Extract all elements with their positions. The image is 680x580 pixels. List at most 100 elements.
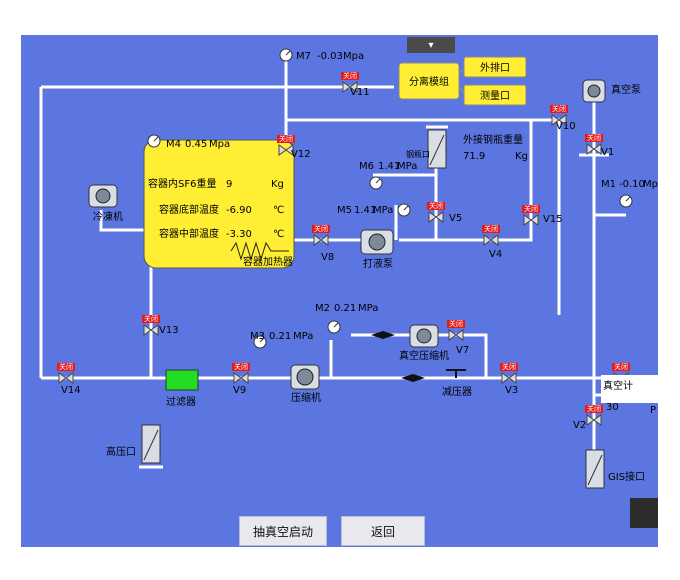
collapse-toggle[interactable]: ▾ <box>407 37 455 53</box>
valve-label: V5 <box>449 213 462 224</box>
ext-cyl-weight-unit: Kg <box>515 151 528 162</box>
bottom-temp-unit: ℃ <box>273 205 284 216</box>
valve-label: V3 <box>505 385 518 396</box>
gauge-M5: M5 1.41 MPa <box>337 203 411 217</box>
gauge-M3: M3 0.21 MPa <box>250 331 313 349</box>
svg-text:MPa: MPa <box>397 161 417 172</box>
heater-coil-icon <box>230 241 289 261</box>
exhaust-port-label: 外排口 <box>480 61 510 74</box>
valve-status-text: 关闭 <box>552 104 566 113</box>
svg-text:Mpa: Mpa <box>643 179 658 190</box>
valve-status-text: 关闭 <box>524 204 538 213</box>
exhaust-port[interactable] <box>463 56 527 78</box>
valve-v14[interactable]: 关闭 V14 <box>57 362 81 396</box>
liquid-pump-label: 打液泵 <box>363 257 393 270</box>
svg-text:MPa: MPa <box>293 331 313 342</box>
valve-status-badge <box>312 225 330 233</box>
valve-status-badge <box>142 315 160 323</box>
pipes <box>39 55 626 480</box>
valve-status-badge <box>482 225 500 233</box>
chevron-down-icon: ▾ <box>428 39 434 51</box>
vacuum-meter-p: P <box>650 405 657 416</box>
valve-v15[interactable]: 关闭 V15 <box>522 204 563 226</box>
filter[interactable] <box>165 369 199 391</box>
svg-text:-0.03: -0.03 <box>317 51 343 62</box>
separator-module[interactable] <box>398 62 460 100</box>
valve-v3[interactable]: 关闭 V3 <box>500 362 518 396</box>
valve-status-text: 关闭 <box>429 201 443 210</box>
valve-status-text: 关闭 <box>449 319 463 328</box>
svg-text:-0.10: -0.10 <box>619 179 645 190</box>
bottom-temp-label: 容器底部温度 <box>159 203 219 216</box>
vacuum-compressor[interactable] <box>409 324 439 348</box>
valve-label: V13 <box>159 325 179 336</box>
valve-label: V8 <box>321 252 334 263</box>
valve-status-text: 关闭 <box>484 224 498 233</box>
valve-v8[interactable]: 关闭 V8 <box>312 224 334 263</box>
container-weight-unit: Kg <box>271 179 284 190</box>
valve-label: V14 <box>61 385 81 396</box>
valve-label: V15 <box>543 214 563 225</box>
vacuum-readout: 30 <box>606 402 619 413</box>
liquid-pump[interactable] <box>360 229 394 255</box>
reducer-label: 减压器 <box>442 386 472 398</box>
valve-status-text: 关闭 <box>502 362 516 371</box>
valve-status-text: 关闭 <box>587 133 601 142</box>
container-weight-value: 9 <box>226 179 232 190</box>
mid-temp-value: -3.30 <box>226 229 252 240</box>
compressor[interactable] <box>290 364 320 390</box>
valve-label: V1 <box>601 147 614 158</box>
svg-text:M4: M4 <box>166 139 181 150</box>
start-vacuum-button[interactable]: 抽真空启动 <box>239 516 327 546</box>
svg-text:0.21: 0.21 <box>334 303 356 314</box>
valve-status-badge <box>522 205 540 213</box>
vacuum-pump[interactable] <box>582 79 606 103</box>
vacuum-pump-label: 真空泵 <box>611 83 641 96</box>
separator-label: 分离模组 <box>409 75 449 88</box>
valve-status-badge <box>612 363 630 371</box>
back-button[interactable]: 返回 <box>341 516 425 546</box>
valve-status-badge <box>447 320 465 328</box>
screen-icon[interactable] <box>630 498 658 528</box>
valve-label: V12 <box>291 149 311 160</box>
svg-text:0.21: 0.21 <box>269 331 291 342</box>
valve-status-text: 关闭 <box>314 224 328 233</box>
mid-temp-unit: ℃ <box>273 229 284 240</box>
valve-status-text: 关闭 <box>59 362 73 371</box>
container-weight-label: 容器内SF6重量 <box>148 177 216 190</box>
valve-status-badge <box>57 363 75 371</box>
valve-v5[interactable]: 关闭 V5 <box>427 201 462 224</box>
chiller[interactable] <box>88 184 118 208</box>
valve-status-badge <box>500 363 518 371</box>
bottom-temp-value: -6.90 <box>226 205 252 216</box>
svg-text:Mpa: Mpa <box>209 139 230 150</box>
gis-port-label: GIS接口 <box>608 470 645 483</box>
vacuum-meter-label: 真空计 <box>603 381 633 392</box>
valve-v10[interactable]: 关闭 V10 <box>550 104 576 132</box>
ext-cyl-weight-label: 外接钢瓶重量 <box>463 133 523 146</box>
measure-port[interactable] <box>463 84 527 106</box>
valve-label: V2 <box>573 420 586 431</box>
check-valve-upper-icon <box>371 331 383 339</box>
valve-status-badge <box>341 72 359 80</box>
svg-text:M5: M5 <box>337 205 352 216</box>
svg-text:M3: M3 <box>250 331 265 342</box>
valve-label: V11 <box>350 87 370 98</box>
vacuum-meter-panel: 真空计 P <box>601 375 658 416</box>
sf6-container <box>143 139 295 269</box>
reducer-icon <box>446 369 466 378</box>
valve-label: V10 <box>556 121 576 132</box>
compressor-label: 压缩机 <box>291 391 321 404</box>
chiller-label: 冷凍机 <box>93 210 123 223</box>
svg-text:M1: M1 <box>601 179 616 190</box>
gauge-M1: M1 -0.10 Mpa <box>601 179 658 208</box>
valve-status-badge <box>550 105 568 113</box>
